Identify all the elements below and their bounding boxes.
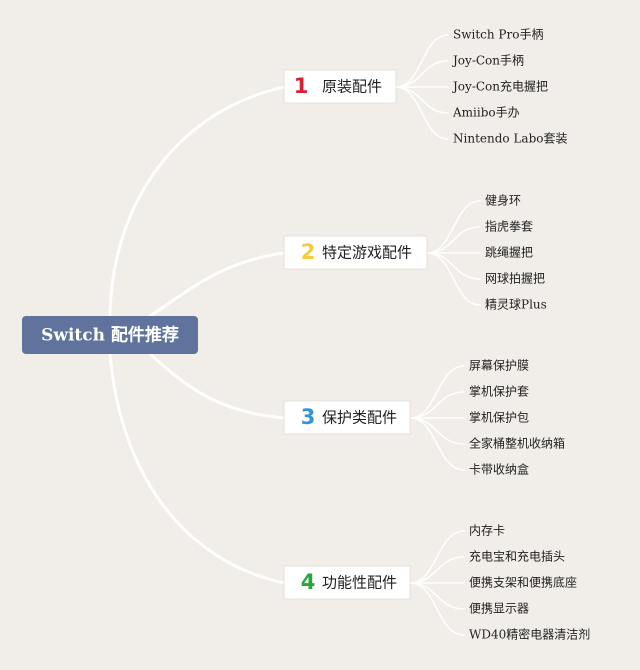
branch-node-original[interactable]: 1 原装配件 (283, 69, 397, 104)
leaf-connector (426, 252, 481, 280)
branch-number: 2 (301, 240, 316, 264)
branch-node-box (283, 565, 411, 600)
leaf-connector (409, 391, 465, 419)
leaf-node[interactable]: 指虎拳套 (485, 219, 533, 234)
leaf-node[interactable]: WD40精密电器清洁剂 (469, 627, 590, 642)
leaf-node[interactable]: 卡带收纳盒 (469, 462, 529, 477)
leaf-node[interactable]: 掌机保护套 (469, 385, 529, 399)
leaf-connector (426, 200, 481, 254)
branch-label: 特定游戏配件 (322, 244, 412, 262)
root-node-label: Switch 配件推荐 (41, 325, 179, 346)
leaf-node[interactable]: 便携支架和便携底座 (469, 575, 577, 590)
leaf-node[interactable]: 便携显示器 (469, 601, 529, 616)
root-node[interactable]: Switch 配件推荐 (22, 316, 198, 354)
leaf-connector (426, 252, 481, 306)
leaf-node[interactable]: Amiibo手办 (452, 105, 520, 120)
branch-node-protection[interactable]: 3 保护类配件 (283, 400, 411, 435)
branch-children-protection: 屏幕保护膜 掌机保护套 掌机保护包 全家桶整机收纳箱 卡带收纳盒 (469, 359, 565, 477)
branch-node-box (283, 235, 428, 270)
leaf-node[interactable]: 掌机保护包 (469, 411, 529, 425)
branch-node-box (283, 400, 411, 435)
root-node-box (22, 316, 198, 354)
branch-label: 原装配件 (322, 78, 382, 96)
branch-label: 功能性配件 (322, 574, 397, 592)
leaf-connector (395, 86, 449, 140)
branch-connector (148, 352, 286, 420)
leaf-connector (409, 582, 465, 610)
leaf-node[interactable]: Joy-Con手柄 (451, 54, 524, 68)
leaf-connector (409, 582, 465, 636)
leaf-node[interactable]: 精灵球Plus (485, 298, 547, 312)
branch-node-box (283, 69, 397, 104)
branch-connector (108, 85, 286, 318)
leaf-node[interactable]: 跳绳握把 (485, 245, 533, 260)
branch-node-functional[interactable]: 4 功能性配件 (283, 565, 411, 600)
leaf-connector (409, 530, 465, 584)
leaf-node[interactable]: Nintendo Labo套装 (453, 132, 567, 146)
leaf-connector (409, 365, 465, 419)
branch-node-game-specific[interactable]: 2 特定游戏配件 (283, 235, 428, 270)
leaf-connector (395, 86, 449, 114)
leaf-node[interactable]: Joy-Con充电握把 (451, 79, 548, 94)
branch-number: 1 (294, 74, 309, 98)
connectors (108, 34, 481, 636)
branch-number: 4 (301, 570, 316, 594)
leaf-node[interactable]: 充电宝和充电插头 (469, 549, 565, 564)
leaf-connector (409, 417, 465, 445)
branch-children-original: Switch Pro手柄 Joy-Con手柄 Joy-Con充电握把 Amiib… (451, 28, 567, 146)
branch-children-game-specific: 健身环 指虎拳套 跳绳握把 网球拍握把 精灵球Plus (485, 193, 547, 312)
leaf-node[interactable]: 健身环 (485, 193, 521, 208)
branch-connector (108, 352, 286, 585)
leaf-node[interactable]: 全家桶整机收纳箱 (469, 436, 565, 451)
branch-children-functional: 内存卡 充电宝和充电插头 便携支架和便携底座 便携显示器 WD40精密电器清洁剂 (469, 524, 590, 642)
branch-number: 3 (301, 405, 316, 429)
leaf-node[interactable]: Switch Pro手柄 (453, 28, 543, 42)
leaf-node[interactable]: 屏幕保护膜 (469, 359, 529, 373)
leaf-connector (395, 34, 449, 88)
leaf-connector (395, 60, 449, 88)
leaf-connector (409, 556, 465, 584)
leaf-node[interactable]: 内存卡 (469, 524, 505, 538)
leaf-connector (426, 226, 481, 254)
leaf-node[interactable]: 网球拍握把 (485, 271, 545, 286)
branch-label: 保护类配件 (322, 409, 397, 427)
leaf-connector (409, 417, 465, 471)
branch-connector (148, 251, 286, 318)
